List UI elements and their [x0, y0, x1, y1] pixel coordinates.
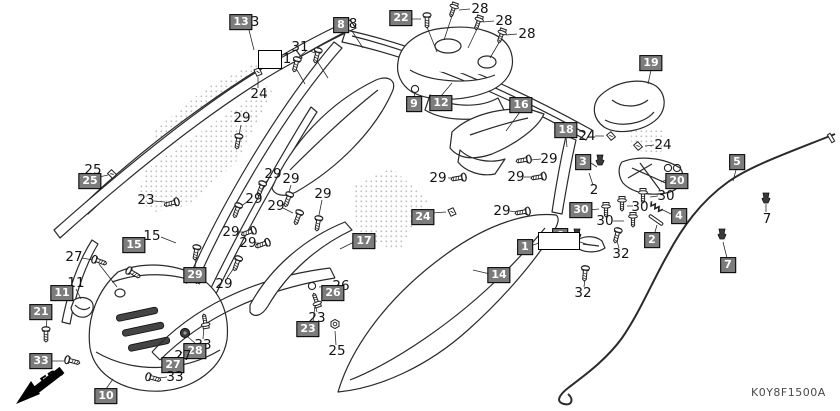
part-shape-chevron-trim: [151, 267, 336, 361]
fr-direction-arrow: FR.: [16, 365, 66, 404]
part-shape-cap-11: [70, 296, 94, 318]
screw-icon: [514, 154, 533, 166]
clipdark-icon: [717, 228, 727, 240]
screw-icon: [579, 264, 591, 282]
screw-icon: [449, 172, 468, 184]
clipdark-icon: [572, 228, 582, 240]
part-shape-panel-17: [249, 221, 353, 316]
part-shape-wing-16: [449, 108, 545, 176]
screw-icon: [312, 214, 324, 233]
nut-icon: [330, 318, 340, 330]
pin-icon: [648, 213, 664, 227]
bolt-icon: [601, 202, 611, 218]
clipdark-icon: [761, 192, 771, 204]
part-shape-blade-18: [551, 135, 577, 215]
bolt-icon: [445, 0, 461, 19]
screw-icon: [63, 354, 82, 368]
bolt-icon: [628, 212, 638, 228]
bolt-icon: [617, 196, 627, 212]
part-shape-bracket-20: [618, 157, 684, 195]
part-shape-grille-slots: [115, 306, 171, 352]
screw-icon: [253, 237, 272, 251]
screw-icon: [529, 171, 548, 183]
ring-icon: [307, 281, 317, 291]
screw-icon: [90, 254, 109, 268]
clip-icon: [605, 130, 617, 142]
screw-icon: [291, 208, 305, 227]
part-shape-tray-opening-left: [434, 38, 462, 54]
clip-icon: [447, 207, 457, 217]
screw-icon: [610, 226, 624, 245]
bolt-icon: [308, 291, 324, 310]
spring-icon: [648, 200, 664, 214]
clipdark-icon: [595, 154, 605, 166]
part-shape-cable-5: [558, 133, 836, 406]
part-shape-latch-bracket-6: [577, 236, 606, 253]
part-shape-seat-19: [593, 80, 665, 133]
part-shape-tray-opening-right: [477, 55, 497, 69]
screw-icon: [422, 12, 432, 29]
screw-icon: [41, 326, 51, 343]
part-shapes-layer: [53, 19, 836, 406]
grommet-icon: [179, 327, 191, 339]
part-shape-emblem: [114, 288, 126, 298]
diagram-code: K0Y8F1500A: [751, 386, 826, 399]
bolt-icon: [638, 188, 648, 204]
